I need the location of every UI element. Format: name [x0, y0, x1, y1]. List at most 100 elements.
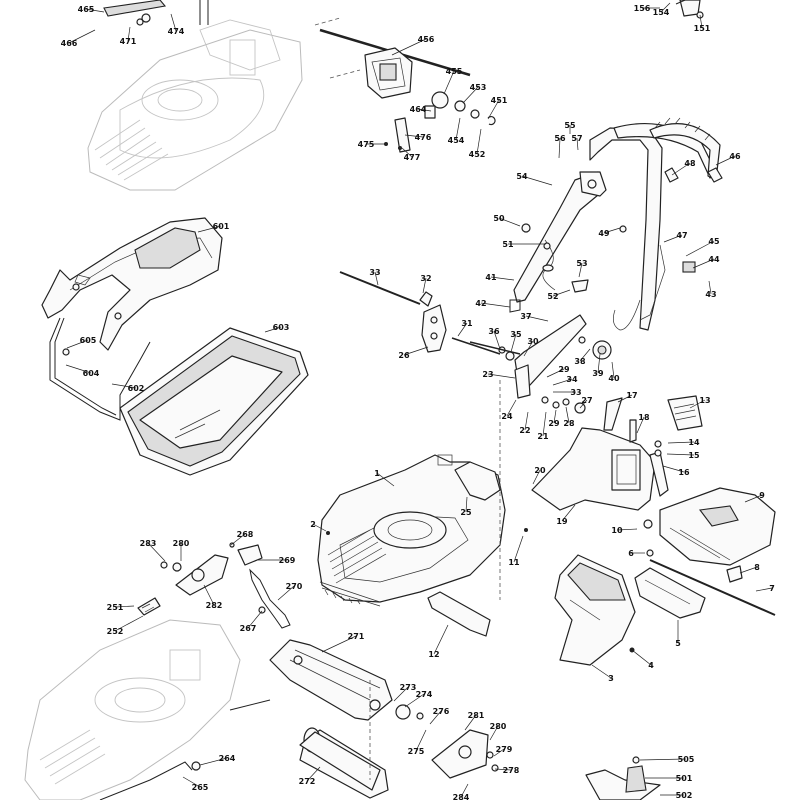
leader-line — [617, 394, 633, 403]
callout-31: 31 — [457, 319, 473, 337]
leader-line — [532, 469, 541, 485]
callout-451: 451 — [487, 96, 508, 120]
callout-1: 1 — [374, 469, 395, 487]
leader-line — [603, 227, 621, 234]
height-adjust-axle — [339, 271, 501, 355]
part-number-label: 52 — [547, 292, 558, 301]
leader-line — [85, 8, 105, 13]
leader-line — [513, 535, 524, 563]
part-number-label: 14 — [688, 438, 700, 447]
callout-270: 270 — [277, 582, 303, 601]
callout-464: 464 — [410, 105, 432, 114]
part-number-label: 454 — [448, 136, 465, 145]
part-number-label: 34 — [566, 375, 578, 384]
callout-53: 53 — [576, 259, 588, 278]
part-number-label: 6 — [628, 549, 634, 558]
part-number-label: 455 — [446, 67, 463, 76]
callout-44: 44 — [692, 255, 720, 269]
leader-line — [579, 399, 588, 409]
part-number-label: 453 — [470, 83, 487, 92]
callout-18: 18 — [636, 413, 650, 434]
part-number-label: 464 — [410, 105, 427, 114]
callout-22: 22 — [519, 411, 531, 435]
part-number-label: 35 — [510, 330, 522, 339]
part-number-label: 39 — [592, 369, 604, 378]
part-number-label: 32 — [420, 274, 431, 283]
part-number-label: 276 — [433, 707, 450, 716]
part-number-label: 56 — [554, 134, 566, 143]
part-number-label: 18 — [638, 413, 650, 422]
part-number-label: 5 — [675, 639, 681, 648]
part-number-label: 1 — [374, 469, 380, 478]
part-number-label: 284 — [453, 793, 470, 800]
part-number-label: 270 — [286, 582, 303, 591]
blade-assembly — [585, 756, 661, 800]
callout-20: 20 — [532, 466, 546, 485]
leader-line — [264, 326, 282, 333]
part-number-label: 264 — [219, 754, 236, 763]
leader-line — [639, 758, 687, 761]
front-cover — [554, 554, 706, 666]
callout-40: 40 — [608, 361, 620, 383]
callout-278: 278 — [494, 766, 520, 775]
leader-line — [391, 38, 427, 56]
leader-line — [636, 416, 645, 434]
part-number-label: 604 — [83, 369, 100, 378]
leader-line — [498, 217, 521, 227]
callout-282: 282 — [203, 584, 222, 610]
part-number-label: 269 — [279, 556, 296, 565]
callout-30: 30 — [523, 337, 539, 357]
callout-28: 28 — [563, 406, 575, 428]
leader-line — [247, 610, 263, 629]
callout-265: 265 — [182, 776, 209, 792]
leader-line — [744, 494, 763, 503]
part-number-label: 280 — [173, 539, 190, 548]
part-number-label: 281 — [468, 711, 485, 720]
callout-154: 154 — [653, 2, 671, 17]
callout-34: 34 — [552, 375, 578, 386]
leader-line — [521, 175, 553, 186]
leader-line — [422, 277, 427, 294]
leader-line — [277, 585, 295, 601]
part-number-label: 477 — [404, 153, 421, 162]
callout-50: 50 — [493, 214, 521, 227]
part-number-label: 45 — [708, 237, 720, 246]
leader-line — [170, 13, 177, 32]
callout-271: 271 — [321, 632, 365, 653]
callout-3: 3 — [591, 664, 614, 683]
leader-line — [487, 99, 500, 120]
callout-452: 452 — [469, 128, 485, 159]
callout-52: 52 — [547, 289, 571, 301]
leader-line — [393, 686, 409, 702]
callout-465: 465 — [78, 5, 105, 14]
part-number-label: 10 — [611, 526, 623, 535]
part-number-label: 9 — [759, 491, 765, 500]
leader-line — [455, 117, 461, 141]
callout-276: 276 — [429, 707, 450, 725]
mower-deck — [317, 454, 528, 607]
callout-477: 477 — [401, 147, 421, 162]
callout-283: 283 — [140, 539, 166, 562]
callout-272: 272 — [299, 766, 321, 786]
leader-line — [321, 635, 357, 653]
part-number-label: 272 — [299, 777, 316, 786]
leader-line — [127, 26, 131, 42]
leader-line — [476, 128, 482, 155]
callout-43: 43 — [705, 280, 717, 299]
callout-502: 502 — [660, 791, 692, 800]
part-number-label: 251 — [107, 603, 124, 612]
leader-line — [708, 280, 712, 295]
callout-252: 252 — [107, 615, 144, 636]
part-number-label: 13 — [699, 396, 710, 405]
part-number-label: 267 — [240, 624, 257, 633]
leader-line — [147, 542, 166, 562]
callout-275: 275 — [408, 729, 427, 756]
part-number-label: 273 — [400, 683, 417, 692]
callout-6: 6 — [628, 549, 645, 558]
part-number-label: 33 — [369, 268, 380, 277]
callout-11: 11 — [508, 535, 524, 567]
part-number-label: 283 — [140, 539, 157, 548]
part-number-label: 151 — [694, 24, 711, 33]
part-number-label: 37 — [520, 312, 531, 321]
part-number-label: 27 — [581, 396, 592, 405]
